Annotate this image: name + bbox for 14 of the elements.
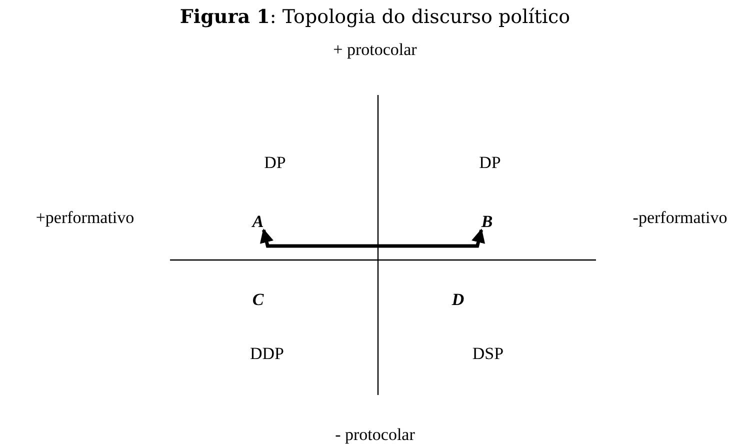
double-arrow — [260, 228, 486, 248]
axis-label: +performativo — [36, 208, 134, 228]
axis-label: + protocolar — [333, 40, 417, 60]
quadrant-letter: B — [481, 212, 493, 232]
axis-label: -performativo — [632, 208, 728, 228]
quadrant-letter: A — [252, 212, 264, 232]
quadrant-letter: C — [252, 290, 264, 310]
axis-label: - protocolar — [335, 425, 415, 445]
quadrant-label: DP — [264, 153, 286, 173]
quadrant-label: DSP — [472, 344, 504, 364]
quadrant-label: DP — [479, 153, 501, 173]
figure-title: Figura 1: Topologia do discurso político — [180, 6, 570, 28]
quadrant-letter: D — [452, 290, 464, 310]
quadrant-label: DDP — [250, 344, 284, 364]
